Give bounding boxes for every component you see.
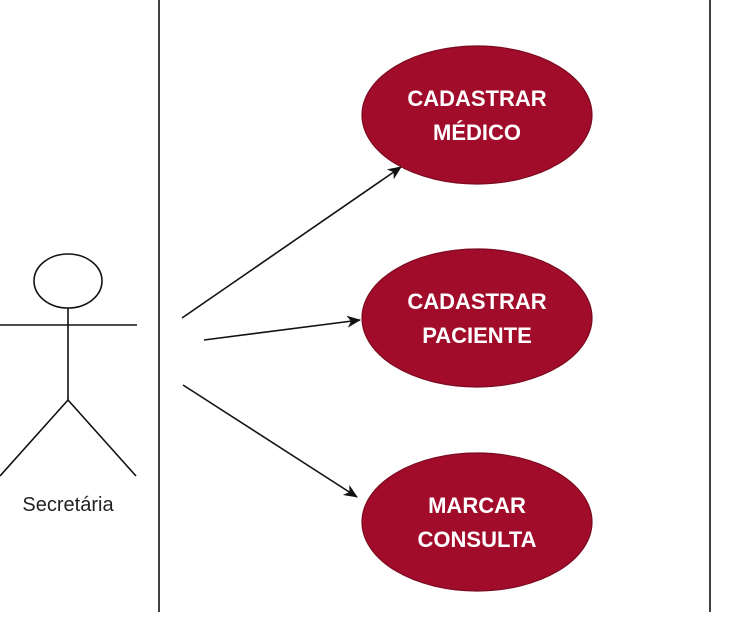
use-case-label-line1: MARCAR [428, 493, 526, 518]
use-case-ellipse [361, 45, 593, 185]
actor-label: Secretária [22, 494, 114, 516]
use-case-label-line1: CADASTRAR [407, 86, 546, 111]
actor-right-leg [67, 399, 137, 477]
actor-figure[interactable] [0, 253, 137, 477]
use-case-label-line2: PACIENTE [422, 323, 532, 348]
association-arrow-marcar-consulta[interactable] [182, 384, 358, 498]
use-case-cadastrar-paciente[interactable]: CADASTRAR PACIENTE [361, 248, 593, 388]
use-case-label-line2: MÉDICO [433, 120, 521, 145]
actor-left-leg [0, 399, 69, 477]
use-case-label-line2: CONSULTA [418, 527, 537, 552]
association-arrow-cadastrar-medico[interactable] [181, 166, 402, 319]
association-arrow-cadastrar-paciente[interactable] [203, 315, 361, 341]
use-case-cadastrar-medico[interactable]: CADASTRAR MÉDICO [361, 45, 593, 185]
use-case-ellipse [361, 452, 593, 592]
use-case-ellipse [361, 248, 593, 388]
use-case-label-line1: CADASTRAR [407, 289, 546, 314]
actor-head [33, 253, 103, 309]
use-case-marcar-consulta[interactable]: MARCAR CONSULTA [361, 452, 593, 592]
